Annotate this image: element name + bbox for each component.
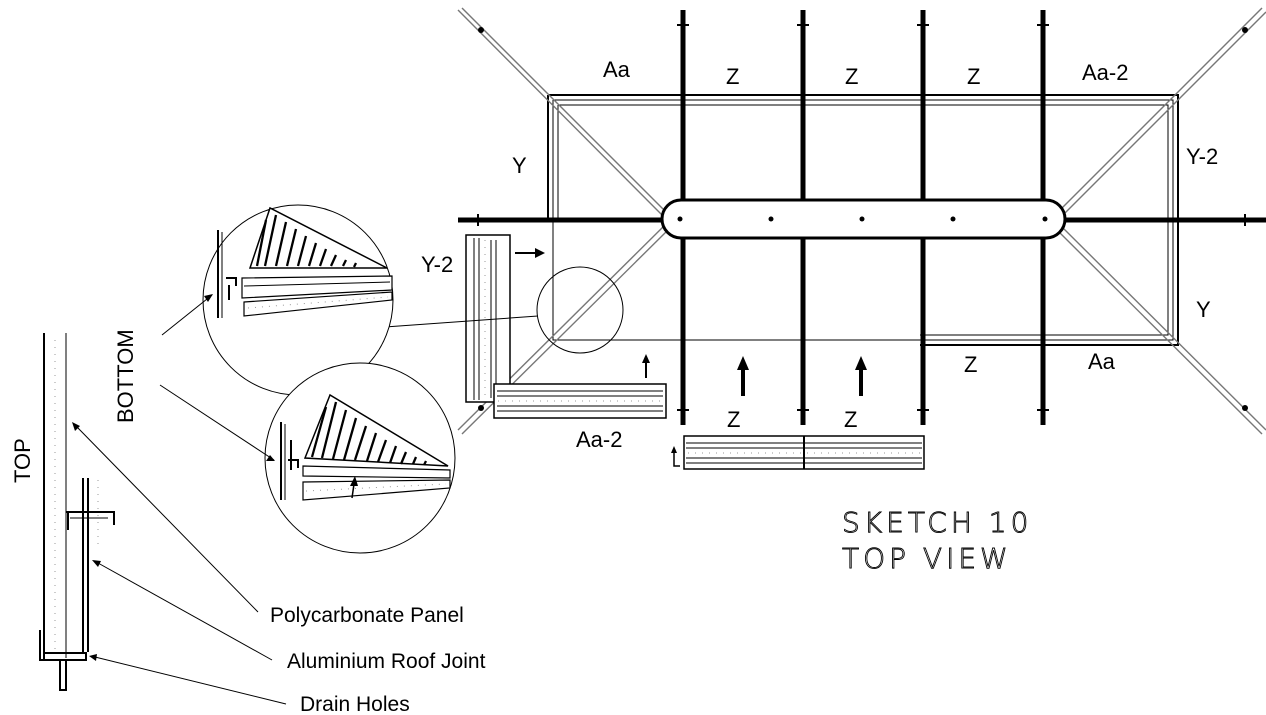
panel-labels: Aa Z Z Z Aa-2 Y Y-2 Y Z Aa Y-2 Z Z Aa-2 (421, 57, 1218, 452)
detail-marker-circle (536, 266, 624, 354)
label-y-left: Y (512, 153, 527, 178)
detail-circle-lower (264, 362, 456, 554)
label-z-bottom1: Z (727, 407, 740, 432)
callout-polycarbonate-panel: Polycarbonate Panel (270, 604, 464, 627)
sketch-title: SKETCH 10 (842, 506, 1032, 539)
label-z3-top: Z (967, 64, 980, 89)
label-aa-top: Aa (603, 57, 631, 82)
loose-panels (465, 234, 925, 470)
label-z1-top: Z (726, 64, 739, 89)
side-label-top: TOP (10, 438, 35, 483)
detail-circle-upper (202, 204, 394, 396)
label-y2-right: Y-2 (1186, 144, 1218, 169)
label-aa2-bottom: Aa-2 (576, 427, 622, 452)
label-y-right: Y (1196, 297, 1211, 322)
label-z-bottom-right: Z (964, 352, 977, 377)
side-label-bottom: BOTTOM (113, 329, 138, 423)
ridge-beam (660, 198, 1067, 240)
callout-aluminium-roof-joint: Aluminium Roof Joint (287, 650, 486, 673)
label-aa-bottom-right: Aa (1088, 349, 1116, 374)
callout-leaders (72, 422, 287, 705)
callout-drain-holes: Drain Holes (300, 693, 410, 715)
sketch-subtitle: TOP VIEW (842, 542, 1012, 575)
direction-arrows (515, 248, 867, 467)
label-z-bottom2: Z (844, 407, 857, 432)
side-section (39, 333, 115, 691)
label-aa2-top: Aa-2 (1082, 60, 1128, 85)
label-z2-top: Z (845, 64, 858, 89)
label-y2-left: Y-2 (421, 252, 453, 277)
